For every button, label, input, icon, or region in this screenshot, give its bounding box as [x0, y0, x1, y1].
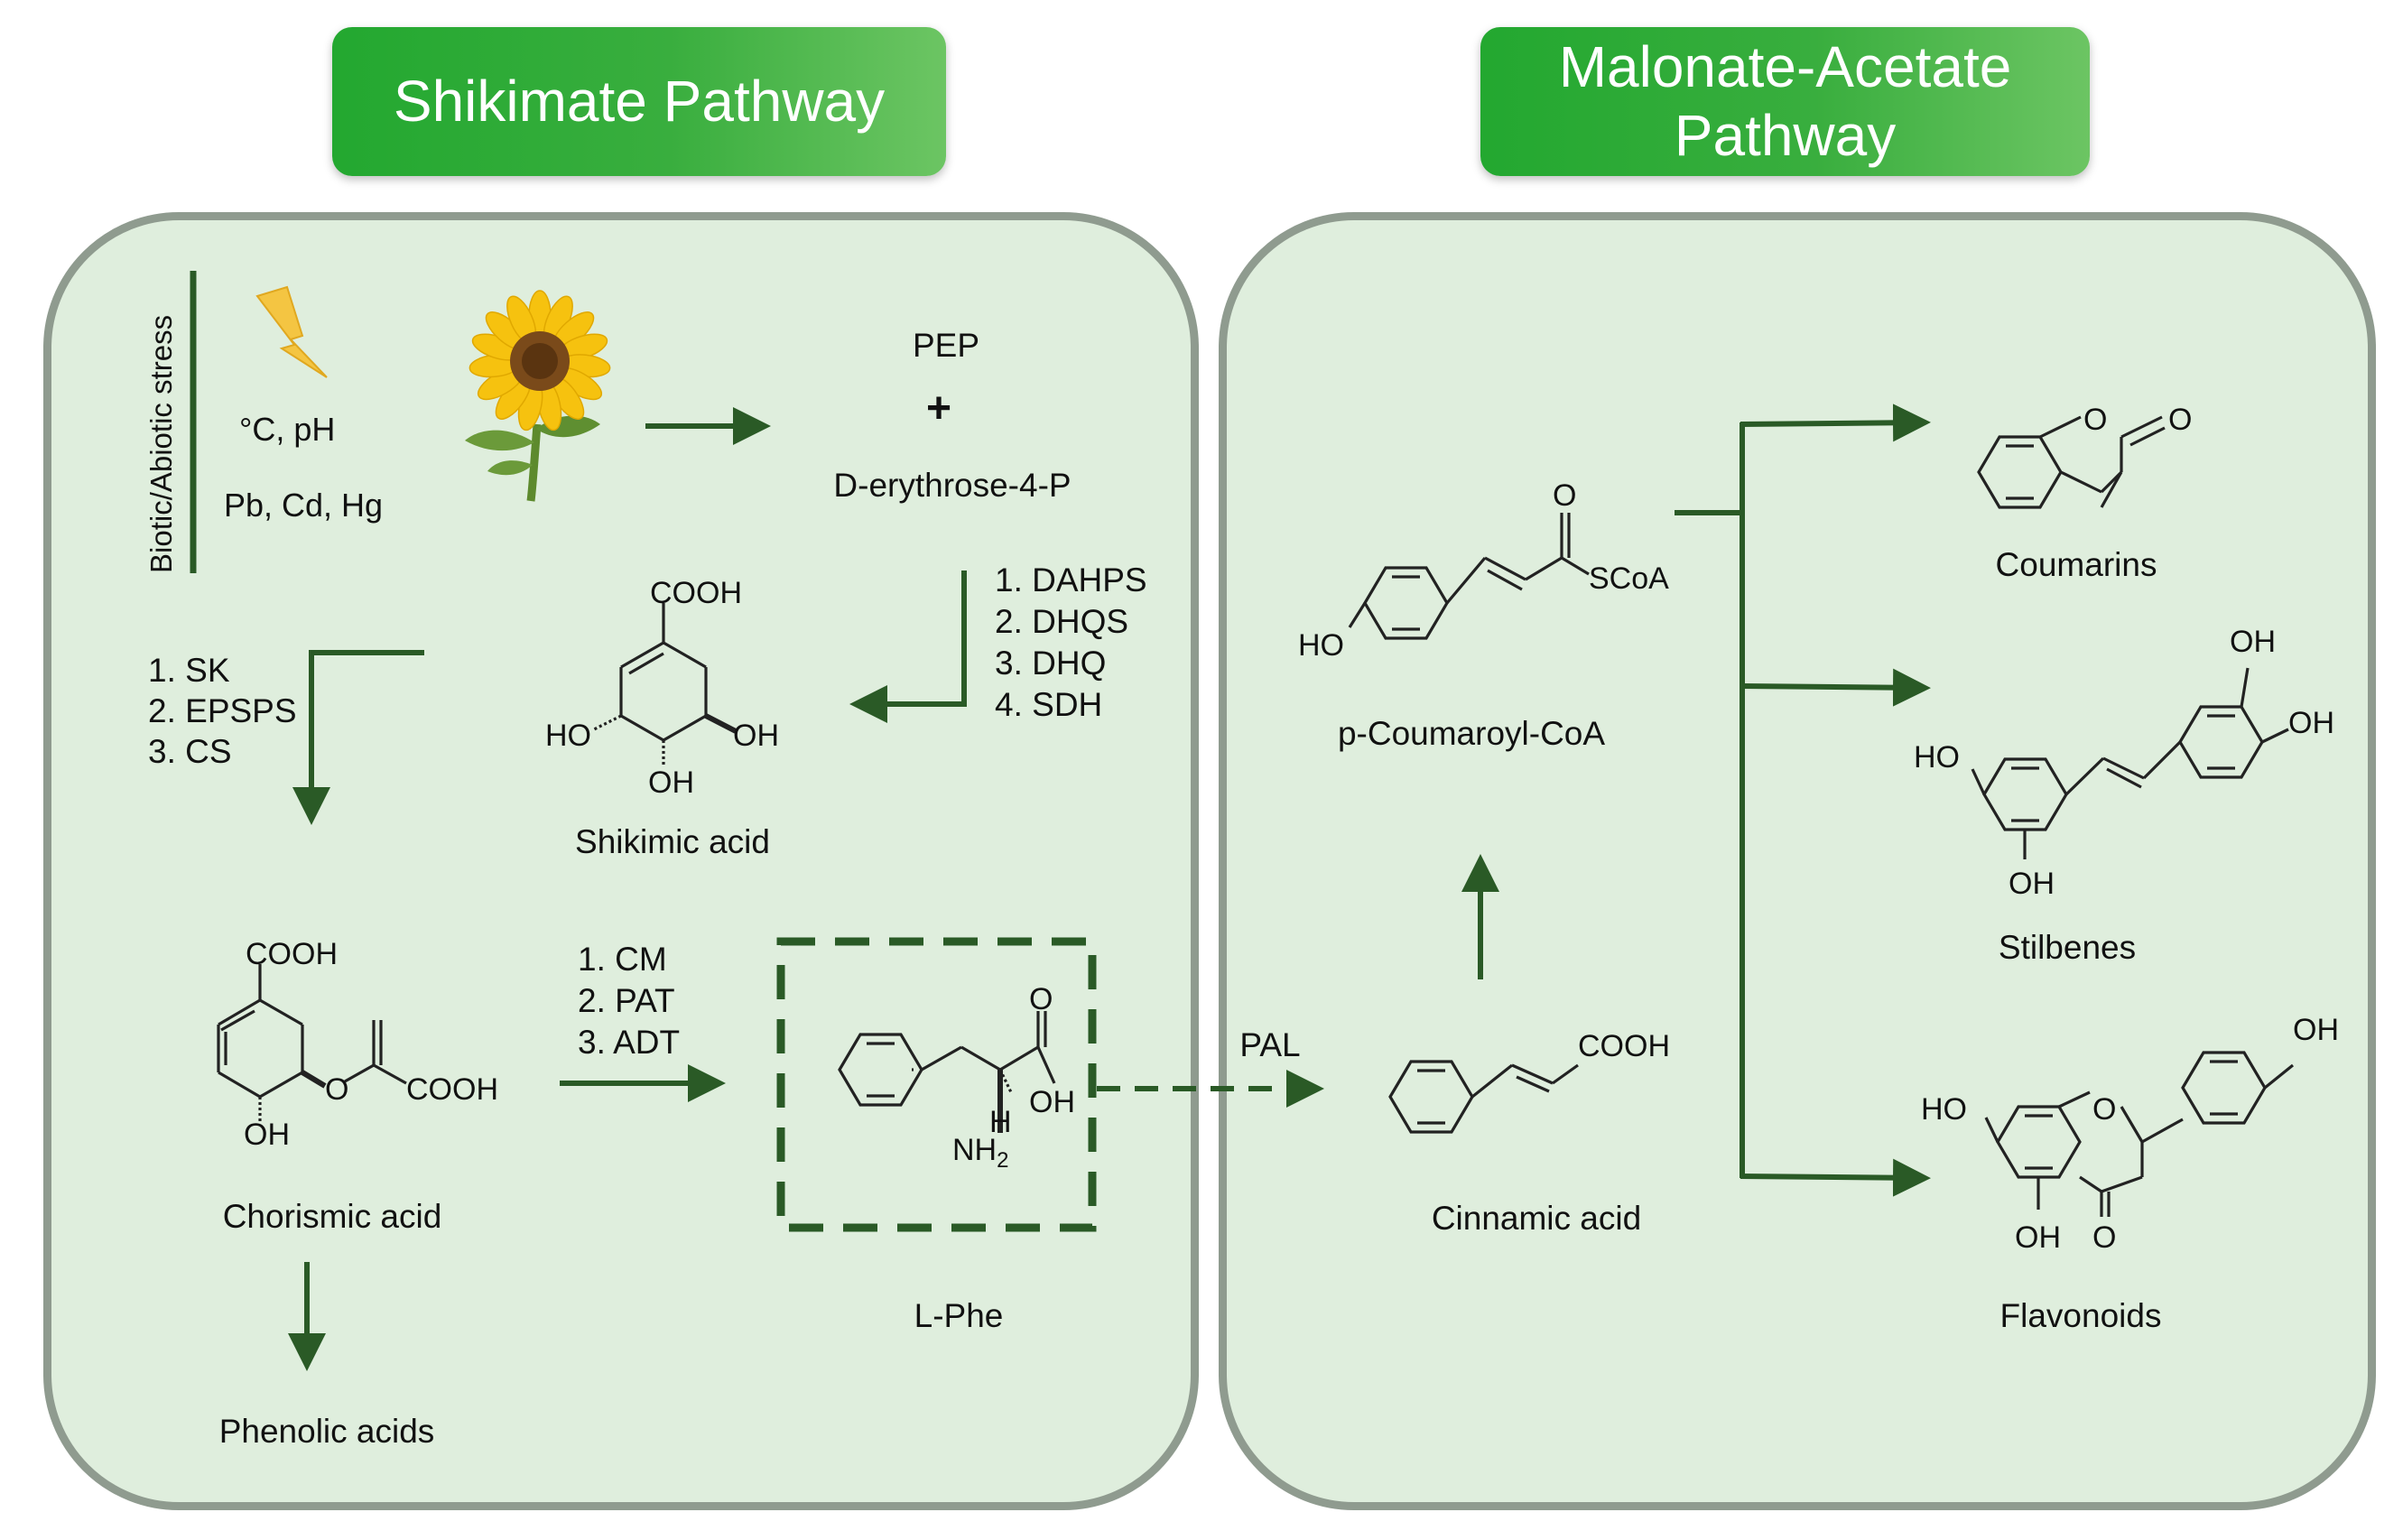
lphe-structure: O OH H NH2 — [838, 982, 1075, 1173]
p-coumaroyl-coa-structure: HO O SCoA — [1298, 478, 1669, 663]
stilbene-oh-top: OH — [2230, 625, 2276, 659]
chorismic-cooh-top: COOH — [246, 937, 338, 971]
enzyme-sdh: 4. SDH — [995, 686, 1102, 723]
lightning-icon — [255, 285, 328, 378]
arrow-to-stilbenes — [1741, 668, 1931, 707]
stress-box: Biotic/Abiotic stress °C, pH Pb, Cd, Hg — [144, 271, 383, 573]
shikimic-cooh: COOH — [650, 576, 742, 610]
cinnamic-cooh: COOH — [1578, 1029, 1670, 1063]
stress-factor-metals: Pb, Cd, Hg — [224, 487, 383, 524]
enzyme-cs: 3. CS — [148, 733, 232, 770]
branch-arrows — [1675, 404, 1931, 1197]
coumaroyl-ho: HO — [1298, 628, 1344, 663]
shikimic-oh-bottom: OH — [648, 765, 694, 800]
flavonoids-label: Flavonoids — [2000, 1297, 2162, 1334]
lphe-h: H — [989, 1105, 1012, 1139]
enzyme-pat: 2. PAT — [578, 982, 675, 1019]
arrow-precursors-to-shikimic — [849, 571, 967, 723]
enzyme-dhq: 3. DHQ — [995, 645, 1106, 682]
p-coumaroyl-coa-label: p-Coumaroyl-CoA — [1338, 715, 1605, 752]
coumarin-ring-o: O — [2083, 403, 2107, 437]
chorismic-ether-o: O — [325, 1072, 348, 1107]
enzyme-adt: 3. ADT — [578, 1024, 680, 1061]
chorismic-acid-label: Chorismic acid — [223, 1198, 442, 1235]
shikimate-pathway-title: Shikimate Pathway — [393, 68, 886, 134]
enzyme-sk: 1. SK — [148, 652, 230, 689]
stilbene-ho: HO — [1914, 740, 1960, 775]
enzyme-list-dahps: 1. DAHPS 2. DHQS 3. DHQ 4. SDH — [995, 561, 1147, 723]
chorismic-acid-structure: COOH O COOH OH — [217, 937, 498, 1152]
plus-sign: + — [926, 385, 951, 432]
coumarin-carbonyl-o: O — [2168, 403, 2192, 437]
stilbene-oh-bottom: OH — [2009, 867, 2055, 901]
flavonoid-carbonyl-o: O — [2092, 1220, 2116, 1255]
flavonoid-ho: HO — [1921, 1092, 1967, 1127]
malonate-title-line1: Malonate-Acetate — [1558, 33, 2012, 99]
flavonoid-oh-top: OH — [2293, 1013, 2339, 1047]
cinnamic-acid-label: Cinnamic acid — [1432, 1200, 1641, 1237]
shikimate-pathway-header: Shikimate Pathway — [332, 27, 946, 176]
flavonoid-ring-o: O — [2092, 1092, 2116, 1127]
coumaroyl-scoa: SCoA — [1589, 561, 1669, 596]
enzyme-epsps: 2. EPSPS — [148, 692, 297, 729]
stilbene-structure: HO OH OH OH — [1914, 625, 2334, 901]
erythrose-label: D-erythrose-4-P — [833, 467, 1071, 504]
stress-factor-temp-ph: °C, pH — [239, 411, 335, 448]
coumarin-structure: O O — [1977, 403, 2192, 509]
enzyme-list-cm: 1. CM 2. PAT 3. ADT — [578, 941, 680, 1061]
enzyme-dahps: 1. DAHPS — [995, 561, 1147, 598]
enzyme-dhqs: 2. DHQS — [995, 603, 1128, 640]
malonate-panel — [1219, 212, 2376, 1510]
enzyme-list-sk: 1. SK 2. EPSPS 3. CS — [148, 652, 297, 770]
chorismic-oh: OH — [244, 1118, 290, 1152]
enzyme-pal: PAL — [1239, 1026, 1300, 1063]
flavonoid-oh-bottom: OH — [2015, 1220, 2061, 1255]
enzyme-cm: 1. CM — [578, 941, 667, 978]
stilbene-oh-right: OH — [2288, 706, 2334, 740]
chorismic-cooh-side: COOH — [406, 1072, 498, 1107]
shikimate-panel — [43, 212, 1199, 1510]
shikimic-acid-label: Shikimic acid — [575, 823, 770, 860]
coumarins-label: Coumarins — [1996, 546, 2157, 583]
coumaroyl-carbonyl-o: O — [1553, 478, 1576, 513]
malonate-title-line2: Pathway — [1674, 102, 1897, 168]
arrow-to-coumarins — [1740, 404, 1931, 442]
pep-label: PEP — [913, 327, 979, 364]
phenolic-acids-label: Phenolic acids — [219, 1413, 435, 1450]
stress-title: Biotic/Abiotic stress — [144, 315, 178, 573]
shikimic-ho: HO — [545, 719, 591, 753]
shikimic-oh-right: OH — [733, 719, 779, 753]
stilbenes-label: Stilbenes — [1999, 929, 2136, 966]
lphe-nh2: NH2 — [952, 1133, 1008, 1173]
lphe-carbonyl-o: O — [1029, 982, 1053, 1016]
lphe-oh: OH — [1029, 1085, 1075, 1119]
lphe-label: L-Phe — [914, 1297, 1004, 1334]
malonate-acetate-pathway-header: Malonate-Acetate Pathway — [1480, 27, 2090, 176]
lphe-highlight-box — [776, 937, 1097, 1232]
sunflower-icon — [465, 290, 611, 502]
arrow-shikimic-to-chorismic — [292, 650, 424, 825]
shikimic-acid-structure: COOH HO OH OH — [545, 576, 779, 800]
flavonoid-structure: HO O OH OH O — [1921, 1013, 2339, 1255]
arrow-to-flavonoids — [1740, 1158, 1931, 1197]
cinnamic-acid-structure: COOH — [1388, 1029, 1670, 1134]
